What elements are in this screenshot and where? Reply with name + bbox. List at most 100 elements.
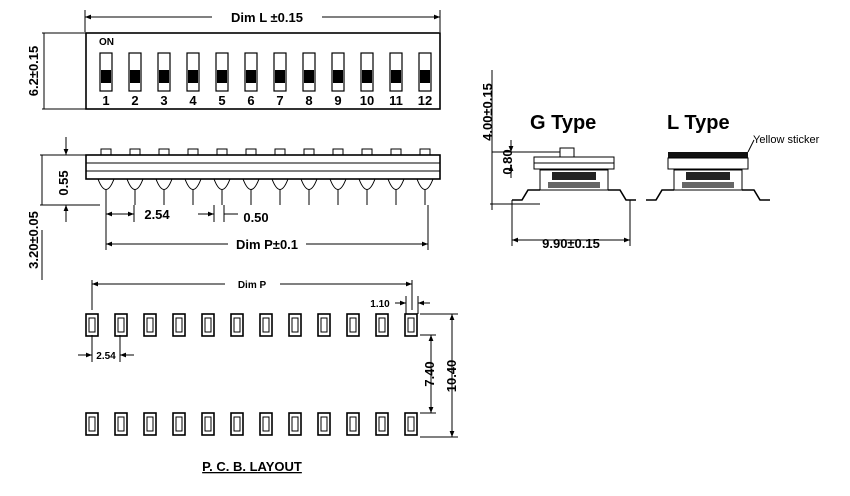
side-lead <box>300 178 318 190</box>
pcb-pad-hole <box>175 416 183 432</box>
dip-switch-12: 12 <box>418 52 432 108</box>
switch-number-label: 4 <box>189 93 197 108</box>
side-lead <box>155 178 173 190</box>
side-actuator <box>274 148 286 156</box>
l-type-label: L Type <box>667 112 730 134</box>
dim-span-label: Dim P±0.1 <box>236 237 298 252</box>
pcb-pad-hole <box>291 416 299 432</box>
side-lead <box>271 178 289 190</box>
pcb-pad-hole <box>233 317 241 333</box>
dip-switch-5: 5 <box>215 52 229 108</box>
pcb-pad-hole <box>117 317 125 333</box>
side-lead <box>387 178 405 190</box>
side-lead <box>416 178 434 190</box>
dip-switch-7: 7 <box>273 52 287 108</box>
pcb-pad-hole <box>175 317 183 333</box>
pcb-layout-title: P. C. B. LAYOUT <box>202 459 302 474</box>
side-lead <box>184 178 202 190</box>
switch-number-label: 8 <box>305 93 312 108</box>
side-actuator <box>187 148 199 156</box>
side-lead <box>213 178 231 190</box>
pcb-pitch-label: 2.54 <box>96 351 116 362</box>
dip-switch-9: 9 <box>331 52 345 108</box>
pcb-pad-hole <box>146 317 154 333</box>
pcb-outer-label: 10.40 <box>444 360 459 393</box>
pcb-pad-hole <box>320 416 328 432</box>
dip-switch-6: 6 <box>244 52 258 108</box>
side-lead-row <box>97 178 434 205</box>
pcb-pad-row-top <box>85 313 418 337</box>
pcb-pad-hole <box>88 416 96 432</box>
pcb-pad-hole <box>262 317 270 333</box>
dim-width-label: 6.2±0.15 <box>26 46 41 97</box>
switch-number-label: 2 <box>131 93 138 108</box>
dip-switch-11: 11 <box>389 52 403 108</box>
pcb-pad-hole <box>233 416 241 432</box>
pcb-pad-hole <box>349 416 357 432</box>
pcb-pad-hole <box>146 416 154 432</box>
dim-total-height-label: 3.20±0.05 <box>26 211 41 269</box>
profile-view: G Type L Type 4.00±0.15 0.80 <box>480 70 820 251</box>
side-lead <box>97 178 115 190</box>
side-lead <box>358 178 376 190</box>
dim-profile-height-label: 4.00±0.15 <box>480 83 495 141</box>
side-actuator <box>245 148 257 156</box>
side-actuator <box>419 148 431 156</box>
pcb-pad-hole <box>349 317 357 333</box>
dip-switch-3: 3 <box>157 52 171 108</box>
pcb-pad-row-bottom <box>85 412 418 436</box>
side-lead <box>329 178 347 190</box>
on-label: ON <box>99 37 114 48</box>
pcb-pad-hole <box>204 317 212 333</box>
side-actuator <box>216 148 228 156</box>
side-actuator <box>332 148 344 156</box>
side-actuator <box>390 148 402 156</box>
dip-switch-4: 4 <box>186 52 200 108</box>
pcb-pad-hole <box>262 416 270 432</box>
pcb-pad-hole <box>407 317 415 333</box>
switch-number-label: 5 <box>218 93 225 108</box>
pcb-pad-label: 1.10 <box>370 299 390 310</box>
dim-profile-width-label: 9.90±0.15 <box>542 236 600 251</box>
l-type-drawing <box>646 139 770 201</box>
pcb-pad-hole <box>117 416 125 432</box>
dip-switch-1: 1 <box>99 52 113 108</box>
switch-number-label: 9 <box>334 93 341 108</box>
pcb-pad-hole <box>204 416 212 432</box>
top-body-outline <box>85 32 441 110</box>
pcb-pad-hole <box>378 317 386 333</box>
pcb-layout: Dim P 1.10 2.54 7.40 10.40 P. C. B. LAYO… <box>78 280 459 474</box>
side-actuator <box>129 148 141 156</box>
switch-number-label: 10 <box>360 93 374 108</box>
switch-number-label: 12 <box>418 93 432 108</box>
g-type-drawing <box>512 147 636 201</box>
dim-body-height-label: 0.55 <box>56 170 71 195</box>
dim-length-label: Dim L ±0.15 <box>231 10 303 25</box>
dim-lead-label: 0.50 <box>243 210 268 225</box>
switch-number-label: 1 <box>102 93 109 108</box>
side-body <box>85 154 441 180</box>
pcb-pad-hole <box>407 416 415 432</box>
switch-number-label: 6 <box>247 93 254 108</box>
side-lead <box>242 178 260 190</box>
pcb-pad-hole <box>88 317 96 333</box>
pcb-inner-label: 7.40 <box>422 361 437 386</box>
dip-switch-8: 8 <box>302 52 316 108</box>
pcb-pad-hole <box>320 317 328 333</box>
side-actuator <box>361 148 373 156</box>
pcb-span-label: Dim P <box>238 280 267 291</box>
g-type-label: G Type <box>530 112 596 134</box>
side-lead <box>126 178 144 190</box>
yellow-sticker-label: Yellow sticker <box>753 134 820 146</box>
pcb-pad-hole <box>378 416 386 432</box>
switch-number-label: 7 <box>276 93 283 108</box>
dim-pitch-label: 2.54 <box>144 207 170 222</box>
switch-number-label: 11 <box>389 93 403 108</box>
side-actuator <box>158 148 170 156</box>
dim-actuator-label: 0.80 <box>500 149 515 174</box>
side-actuator <box>100 148 112 156</box>
side-view: 0.55 3.20±0.05 2.54 0.50 Dim P±0.1 <box>26 137 441 280</box>
